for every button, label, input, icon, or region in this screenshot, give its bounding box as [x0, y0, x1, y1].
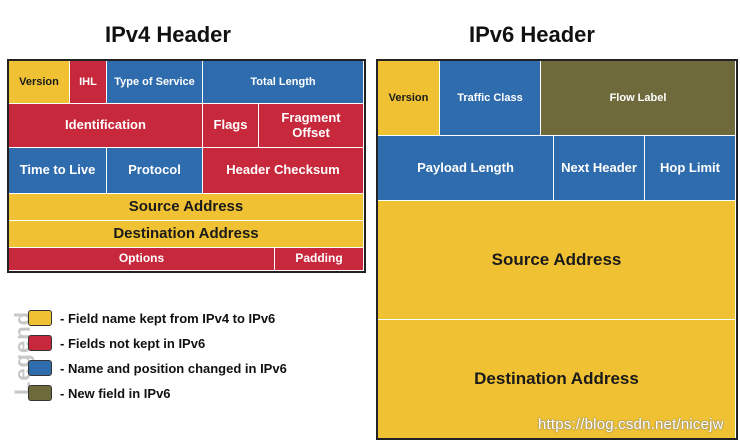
ipv6-payload-length-field: Payload Length: [378, 136, 554, 201]
legend-item-label: - Name and position changed in IPv6: [60, 360, 287, 376]
ipv4-fragment-offset-field: Fragment Offset: [259, 104, 364, 148]
legend-item-new: - New field in IPv6: [28, 384, 171, 402]
ipv6-next-header-field: Next Header: [554, 136, 645, 201]
ipv4-protocol-field: Protocol: [107, 148, 203, 194]
ipv4-tos-field: Type of Service: [107, 61, 203, 104]
ipv6-title: IPv6 Header: [469, 22, 595, 47]
legend-item-kept: - Field name kept from IPv4 to IPv6: [28, 309, 275, 327]
ipv4-destination-address-field: Destination Address: [9, 221, 364, 248]
ipv4-checksum-field: Header Checksum: [203, 148, 364, 194]
legend-item-label: - Fields not kept in IPv6: [60, 335, 206, 351]
red-swatch-icon: [28, 335, 52, 351]
ipv6-destination-address-field: Destination Address: [378, 320, 736, 438]
ipv6-traffic-class-field: Traffic Class: [440, 61, 541, 136]
ipv6-version-field: Version: [378, 61, 440, 136]
ipv4-total-length-field: Total Length: [203, 61, 364, 104]
olive-swatch-icon: [28, 385, 52, 401]
watermark-url: https://blog.csdn.net/nicejw: [538, 416, 724, 433]
ipv4-ttl-field: Time to Live: [9, 148, 107, 194]
legend-item-changed: - Name and position changed in IPv6: [28, 359, 287, 377]
legend-item-not-kept: - Fields not kept in IPv6: [28, 334, 205, 352]
yellow-swatch-icon: [28, 310, 52, 326]
ipv4-header-diagram: Version IHL Type of Service Total Length…: [7, 59, 366, 273]
ipv6-header-diagram: Version Traffic Class Flow Label Payload…: [376, 59, 738, 440]
ipv4-title: IPv4 Header: [105, 22, 231, 47]
blue-swatch-icon: [28, 360, 52, 376]
legend-item-label: - Field name kept from IPv4 to IPv6: [60, 310, 276, 326]
ipv4-version-field: Version: [9, 61, 70, 104]
ipv6-hop-limit-field: Hop Limit: [645, 136, 736, 201]
ipv4-ihl-field: IHL: [70, 61, 107, 104]
ipv4-identification-field: Identification: [9, 104, 203, 148]
ipv6-flow-label-field: Flow Label: [541, 61, 736, 136]
legend-item-label: - New field in IPv6: [60, 385, 171, 401]
ipv4-options-field: Options: [9, 248, 275, 271]
ipv4-padding-field: Padding: [275, 248, 364, 271]
ipv6-source-address-field: Source Address: [378, 201, 736, 320]
ipv4-source-address-field: Source Address: [9, 194, 364, 221]
ipv4-flags-field: Flags: [203, 104, 259, 148]
